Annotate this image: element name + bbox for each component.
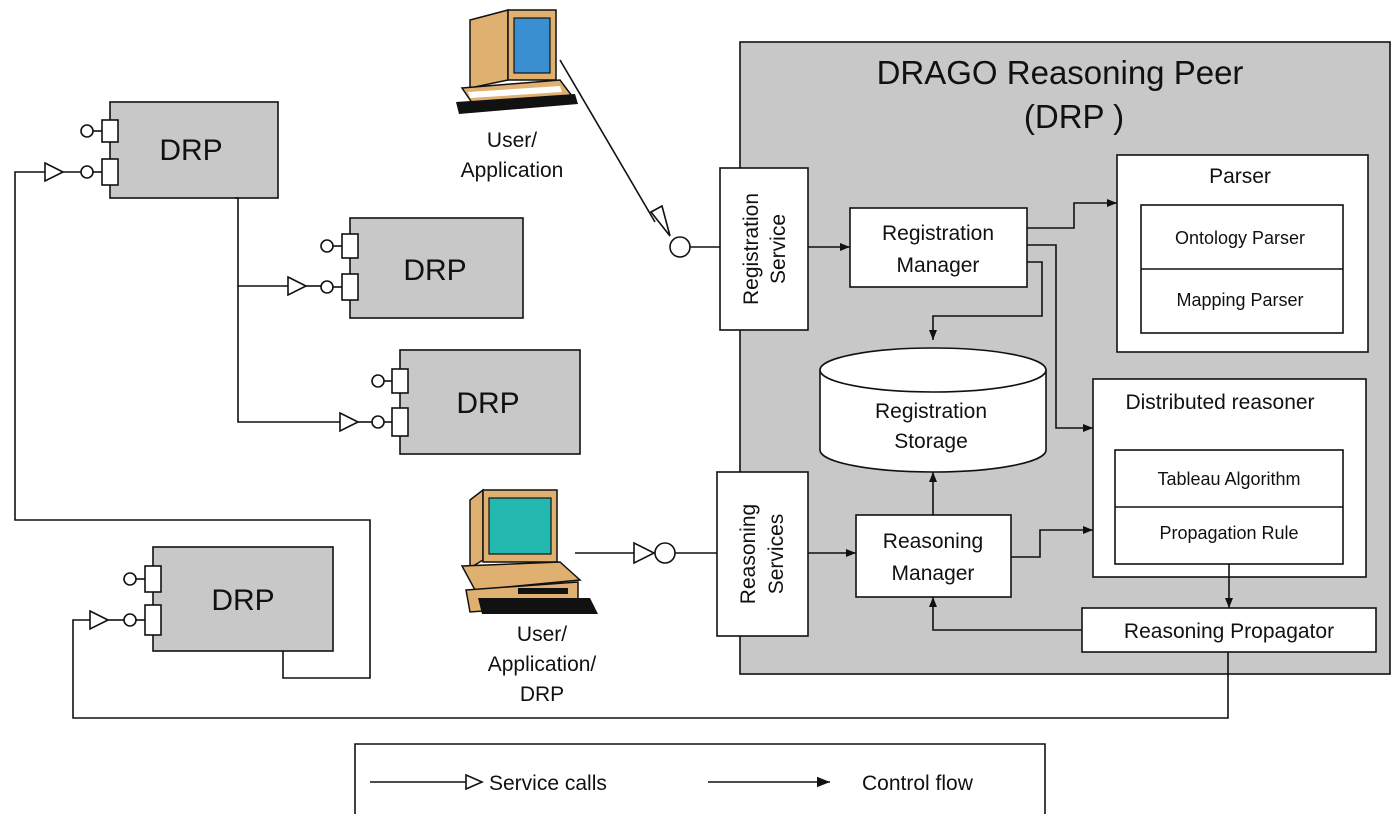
peer-title-line2: (DRP ) — [1024, 98, 1124, 135]
registration-storage[interactable]: Registration Storage — [819, 347, 1047, 473]
remote-drp-3[interactable]: DRP — [371, 349, 581, 455]
registration-manager[interactable]: Registration Manager — [849, 207, 1028, 288]
registration-storage-line2: Storage — [894, 430, 968, 453]
drp-label: DRP — [456, 387, 519, 420]
parser-title: Parser — [1209, 165, 1271, 188]
reasoning-propagator-label: Reasoning Propagator — [1124, 620, 1334, 643]
registration-service[interactable]: Registration Service — [719, 167, 809, 331]
propagation-rule: Propagation Rule — [1159, 523, 1298, 543]
client-bottom-line2: Application/ — [488, 653, 597, 676]
ontology-parser: Ontology Parser — [1175, 228, 1305, 248]
legend: Service calls Control flow — [354, 743, 1046, 814]
drp-label: DRP — [211, 584, 274, 617]
distributed-reasoner[interactable]: Distributed reasoner Tableau Algorithm P… — [1092, 378, 1367, 578]
peer-title-line1: DRAGO Reasoning Peer — [877, 54, 1244, 91]
mapping-parser: Mapping Parser — [1176, 290, 1303, 310]
registration-manager-line2: Manager — [897, 254, 980, 277]
computer-icon — [456, 9, 578, 114]
client-bottom-line1: User/ — [517, 623, 567, 646]
drp-service-call-connections — [14, 161, 1229, 719]
drp-label: DRP — [159, 134, 222, 167]
tableau-algorithm: Tableau Algorithm — [1157, 469, 1300, 489]
remote-drp-4[interactable]: DRP — [123, 546, 334, 652]
remote-drp-2[interactable]: DRP — [320, 217, 524, 319]
control-flow-arrows — [808, 199, 1233, 631]
reasoning-propagator[interactable]: Reasoning Propagator — [1081, 607, 1377, 653]
legend-service-calls: Service calls — [489, 772, 607, 795]
client-service-calls — [559, 59, 720, 565]
registration-storage-line1: Registration — [875, 400, 987, 423]
drp-label: DRP — [403, 254, 466, 287]
registration-manager-line1: Registration — [882, 222, 994, 245]
client-top-line1: User/ — [487, 129, 537, 152]
registration-service-line1: Registration — [740, 193, 763, 305]
computer-icon — [460, 488, 598, 614]
distributed-reasoner-title: Distributed reasoner — [1125, 391, 1314, 414]
reasoning-services-line1: Reasoning — [737, 504, 760, 604]
client-top-line2: Application — [461, 159, 564, 182]
reasoning-services-line2: Services — [765, 514, 788, 595]
remote-drp-1[interactable]: DRP — [80, 101, 279, 199]
reasoning-manager[interactable]: Reasoning Manager — [855, 514, 1012, 598]
registration-service-line2: Service — [767, 214, 790, 284]
reasoning-services[interactable]: Reasoning Services — [716, 471, 809, 637]
reasoning-manager-line2: Manager — [892, 562, 975, 585]
legend-control-flow: Control flow — [862, 772, 974, 795]
reasoning-manager-line1: Reasoning — [883, 530, 983, 553]
parser-component[interactable]: Parser Ontology Parser Mapping Parser — [1116, 154, 1369, 353]
client-bottom-line3: DRP — [520, 683, 564, 706]
